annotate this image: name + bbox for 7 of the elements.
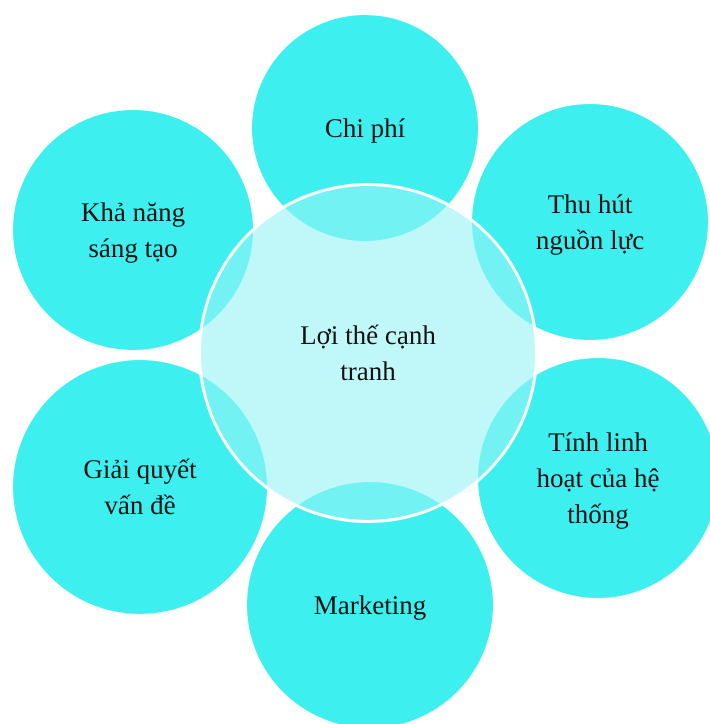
node-label: Giải quyết vấn đề (82, 453, 198, 522)
node-label: Khả năng sáng tạo (80, 196, 186, 265)
node-label: Tính linh hoạt của hệ thống (536, 426, 660, 531)
node-label: Marketing (312, 589, 428, 622)
node-label: Thu hút nguồn lực (534, 188, 646, 257)
node-label: Lợi thế cạnh tranh (299, 319, 437, 388)
node-label: Chi phí (324, 112, 406, 145)
